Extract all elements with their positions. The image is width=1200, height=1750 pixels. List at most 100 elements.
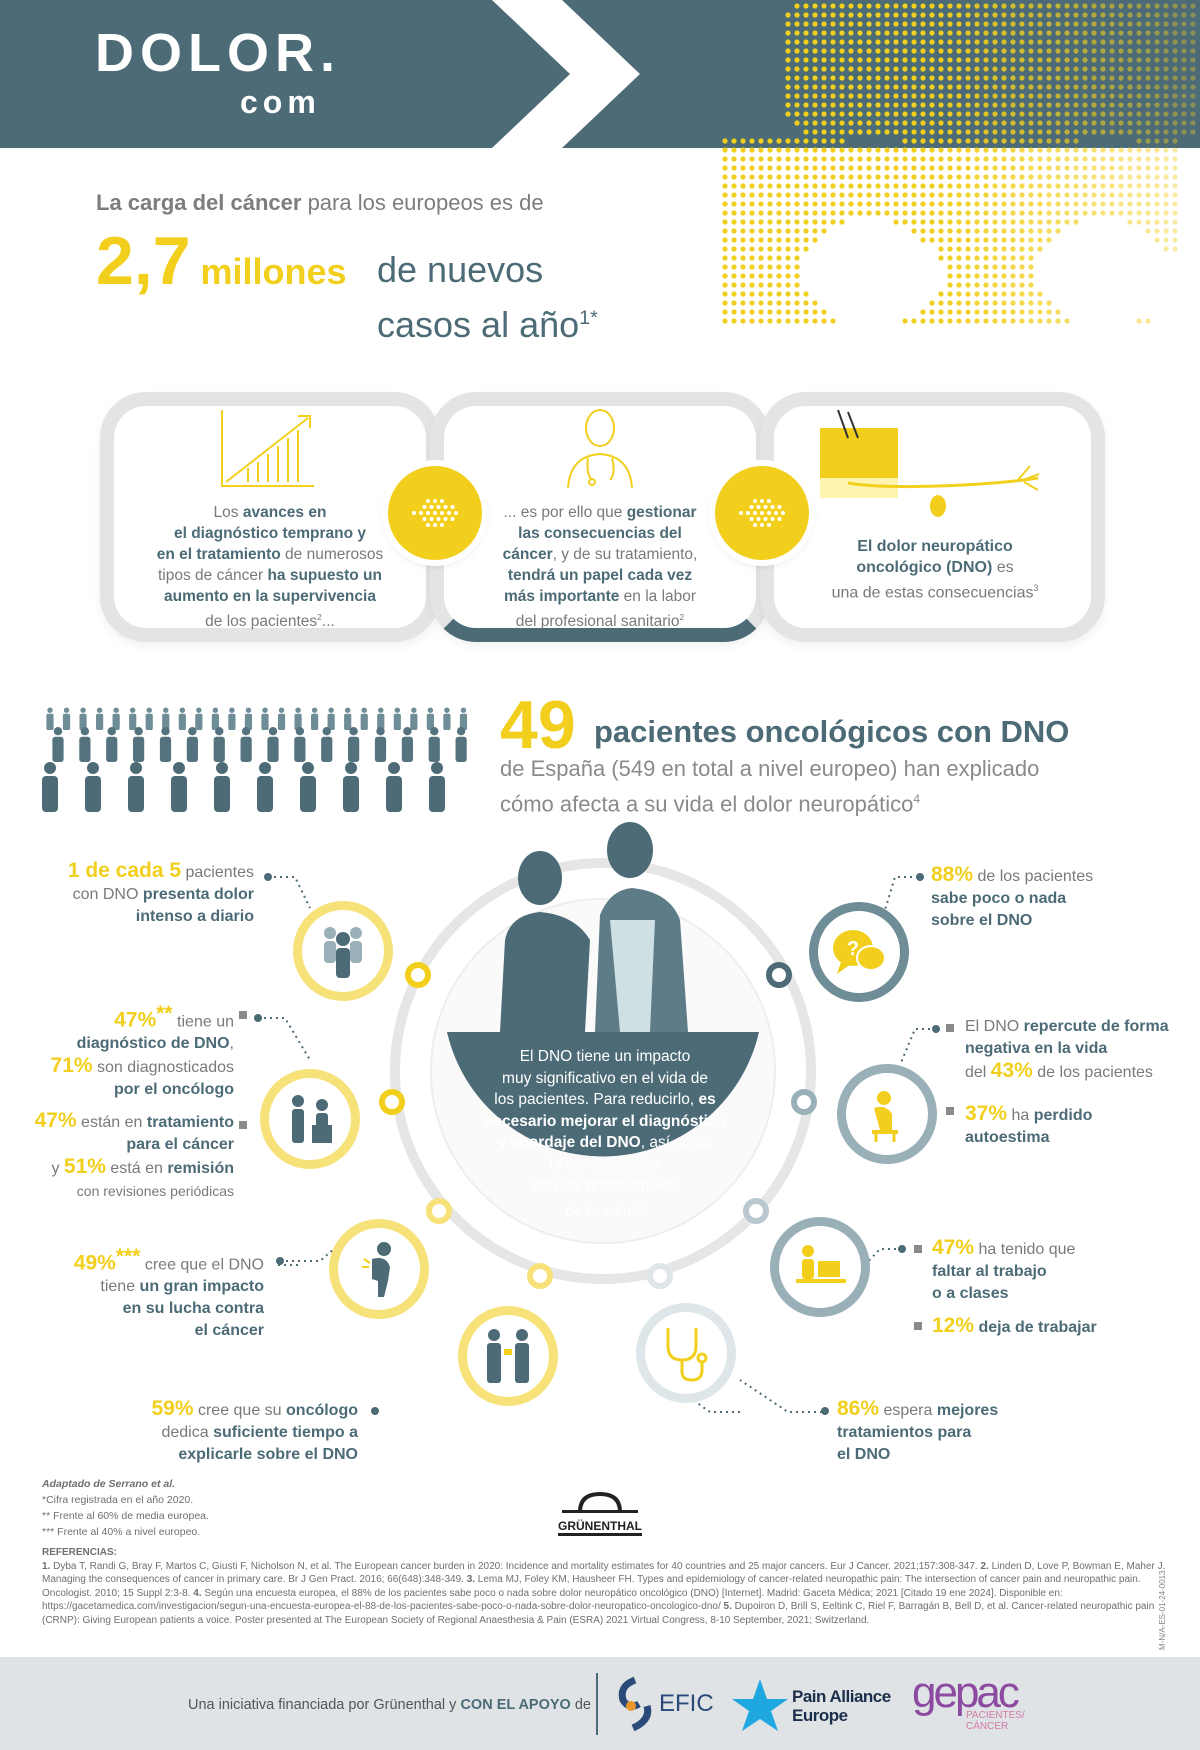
map-dot	[1055, 129, 1061, 135]
map-dot	[893, 183, 899, 189]
text-segment: 4.	[193, 1587, 202, 1599]
map-dot	[794, 66, 800, 72]
map-dot	[947, 66, 953, 72]
map-dot	[1019, 102, 1025, 108]
map-dot	[1181, 102, 1187, 108]
map-dot	[749, 183, 755, 189]
map-dot	[1091, 39, 1097, 45]
map-dot	[965, 147, 971, 153]
map-dot	[938, 147, 944, 153]
map-dot	[956, 174, 962, 180]
map-dot	[776, 138, 782, 144]
map-dot	[1001, 75, 1007, 81]
map-dot	[875, 111, 881, 117]
map-dot	[857, 93, 863, 99]
map-dot	[866, 39, 872, 45]
map-dot	[875, 174, 881, 180]
map-dot	[848, 12, 854, 18]
map-dot	[920, 156, 926, 162]
map-dot	[992, 66, 998, 72]
map-dot	[1037, 75, 1043, 81]
map-dot	[893, 75, 899, 81]
map-dot	[947, 3, 953, 9]
map-dot	[938, 57, 944, 63]
map-dot	[803, 48, 809, 54]
map-dot	[1010, 147, 1016, 153]
map-dot	[965, 75, 971, 81]
map-dot	[1109, 183, 1115, 189]
grunenthal-logo: GRÜNENTHAL	[558, 1491, 642, 1536]
map-dot	[884, 39, 890, 45]
map-dot	[1001, 111, 1007, 117]
map-dot	[1163, 138, 1169, 144]
map-dot	[1064, 57, 1070, 63]
map-dot	[839, 174, 845, 180]
map-dot	[1181, 57, 1187, 63]
logo-dolor[interactable]: DOLOR.	[95, 23, 341, 83]
map-dot	[1028, 93, 1034, 99]
map-dot	[1109, 156, 1115, 162]
map-dot	[1037, 48, 1043, 54]
map-dot	[722, 174, 728, 180]
map-dot	[1091, 57, 1097, 63]
map-dot	[821, 66, 827, 72]
map-dot	[1028, 39, 1034, 45]
map-dot	[1172, 93, 1178, 99]
map-dot	[1172, 192, 1178, 198]
map-dot	[1127, 48, 1133, 54]
map-dot	[956, 75, 962, 81]
europe-dot-map	[722, 3, 1196, 324]
map-dot	[983, 57, 989, 63]
map-dot	[1181, 3, 1187, 9]
map-dot	[821, 147, 827, 153]
map-dot	[1127, 21, 1133, 27]
map-dot	[1163, 57, 1169, 63]
efic-logo[interactable]: EFIC	[615, 1676, 715, 1732]
map-dot	[983, 102, 989, 108]
map-dot	[893, 111, 899, 117]
map-dot	[839, 111, 845, 117]
map-dot	[875, 147, 881, 153]
map-dot	[812, 66, 818, 72]
footer-divider	[596, 1673, 598, 1735]
map-dot	[794, 156, 800, 162]
map-dot	[902, 48, 908, 54]
map-dot	[1046, 102, 1052, 108]
map-dot	[920, 3, 926, 9]
map-dot	[902, 30, 908, 36]
map-dot	[875, 192, 881, 198]
map-dot	[1001, 30, 1007, 36]
map-dot	[920, 66, 926, 72]
map-dot	[974, 30, 980, 36]
map-dot	[956, 39, 962, 45]
map-dot	[821, 48, 827, 54]
map-dot	[830, 48, 836, 54]
map-dot	[1064, 138, 1070, 144]
map-dot	[1019, 120, 1025, 126]
map-dot	[929, 75, 935, 81]
map-dot	[1172, 111, 1178, 117]
map-dot	[839, 48, 845, 54]
map-dot	[1145, 48, 1151, 54]
map-dot	[1082, 102, 1088, 108]
map-dot	[983, 129, 989, 135]
map-dot	[794, 120, 800, 126]
map-dot	[794, 165, 800, 171]
map-dot	[956, 84, 962, 90]
map-dot	[794, 93, 800, 99]
map-dot	[893, 93, 899, 99]
map-dot	[1064, 3, 1070, 9]
map-dot	[1019, 75, 1025, 81]
map-dot	[947, 57, 953, 63]
map-dot	[938, 39, 944, 45]
map-dot	[812, 102, 818, 108]
map-dot	[1181, 129, 1187, 135]
map-dot	[1127, 192, 1133, 198]
map-dot	[1073, 129, 1079, 135]
map-dot	[956, 30, 962, 36]
text-segment: 3.	[466, 1574, 476, 1585]
map-dot	[875, 75, 881, 81]
map-dot	[1163, 84, 1169, 90]
